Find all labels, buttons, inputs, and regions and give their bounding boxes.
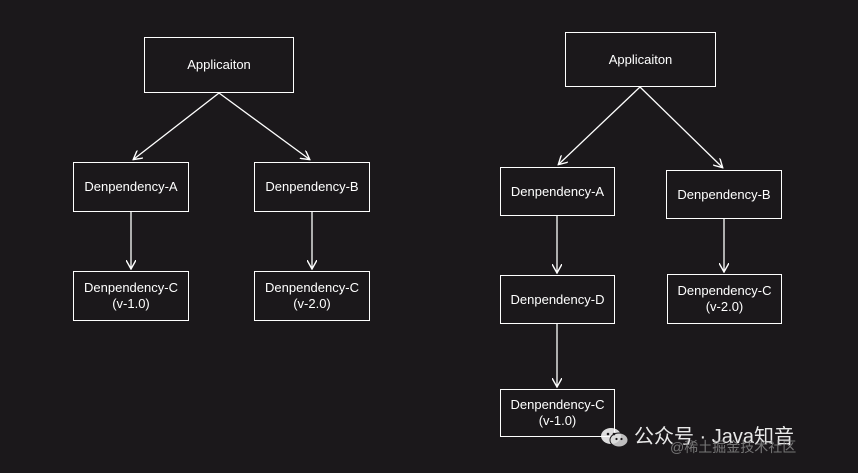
node-label: Denpendency-B: [677, 186, 771, 202]
node-version-label: (v-2.0): [293, 296, 331, 311]
right-dependency-d-node: Denpendency-D: [500, 275, 615, 324]
node-label: Denpendency-A: [84, 179, 178, 194]
node-version-label: (v-1.0): [112, 296, 150, 311]
node-version-label: (v-2.0): [705, 299, 744, 314]
node-label: Denpendency-B: [265, 179, 359, 194]
right-dependency-b-node: Denpendency-B: [666, 170, 782, 219]
node-label: Denpendency-C: [84, 280, 178, 295]
node-label: Denpendency-A: [510, 183, 605, 199]
node-version-label: (v-1.0): [538, 413, 577, 428]
node-label: Denpendency-C: [677, 283, 772, 298]
node-label: Applicaiton: [187, 57, 251, 72]
left-application-node: Applicaiton: [144, 37, 294, 93]
wechat-icon: [601, 428, 629, 448]
left-dependency-c-v1-node: Denpendency-C (v-1.0): [73, 271, 189, 321]
left-dependency-a-node: Denpendency-A: [73, 162, 189, 212]
right-application-node: Applicaiton: [565, 32, 716, 87]
watermark-title: 公众号 · Java知音: [634, 426, 795, 448]
node-label: Applicaiton: [608, 51, 673, 67]
edge-right-app-to-b: [639, 86, 722, 167]
left-dependency-b-node: Denpendency-B: [254, 162, 370, 212]
node-label: Denpendency-C: [265, 280, 359, 295]
left-dependency-c-v2-node: Denpendency-C (v-2.0): [254, 271, 370, 321]
edge-right-app-to-a: [559, 86, 641, 164]
right-dependency-c-v1-node: Denpendency-C (v-1.0): [500, 389, 615, 437]
edge-left-app-to-a: [134, 92, 220, 159]
edge-left-app-to-b: [218, 92, 309, 159]
right-dependency-a-node: Denpendency-A: [500, 167, 615, 216]
watermark-subtitle: @稀土掘金技术社区: [670, 439, 797, 455]
node-label: Denpendency-D: [510, 291, 605, 307]
watermark: 公众号 · Java知音 @稀土掘金技术社区: [600, 424, 850, 464]
node-label: Denpendency-C: [510, 397, 605, 412]
right-dependency-c-v2-node: Denpendency-C (v-2.0): [667, 274, 782, 324]
